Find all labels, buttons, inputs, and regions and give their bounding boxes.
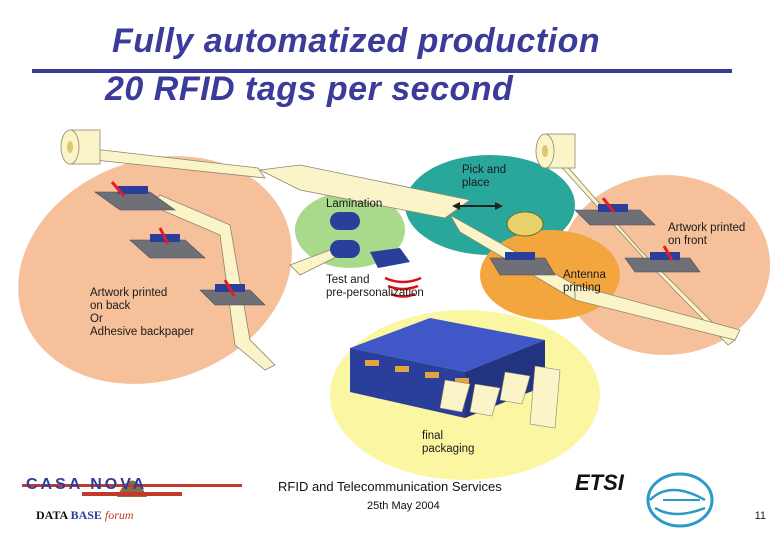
label-artwork-back-line-3: Or (90, 313, 103, 325)
label-artwork-back: Artwork printed on back Or Adhesive back… (90, 287, 194, 339)
databank-word-2: BASE (70, 508, 102, 522)
label-antenna-line-2: printing (563, 282, 601, 294)
label-artwork-back-line-4: Adhesive backpaper (90, 326, 195, 338)
lamination-rollers (330, 212, 360, 258)
label-artwork-front-line-1: Artwork printed (668, 222, 746, 234)
title-line-2: 20 RFID tags per second (105, 70, 514, 108)
label-final-packaging: final packaging (422, 430, 474, 456)
label-pick-and-place-line-2: place (462, 177, 490, 189)
label-artwork-back-line-1: Artwork printed (90, 287, 168, 299)
casanova-wordmark: CASA NOVA (26, 476, 148, 493)
etsi-logo: ETSI (575, 470, 715, 530)
databank-word-3: forum (104, 508, 134, 522)
label-antenna-line-1: Antenna (563, 269, 606, 281)
title-line-1: Fully automatized production (112, 22, 601, 60)
label-artwork-back-line-2: on back (90, 300, 131, 312)
etsi-wordmark: ETSI (575, 470, 624, 495)
etsi-globe-icon (646, 472, 714, 528)
pick-place-mechanism (452, 202, 544, 237)
label-test-line-1: Test and (326, 274, 370, 286)
test-unit (370, 248, 422, 298)
output-stacks (439, 365, 561, 429)
roll-left (60, 129, 101, 165)
title-rule (32, 69, 732, 73)
print-plates (94, 191, 701, 306)
label-artwork-front: Artwork printed on front (668, 222, 745, 248)
roll-right (535, 133, 576, 169)
conference-date: 25th May 2004 (367, 500, 440, 512)
label-lamination: Lamination (326, 198, 383, 210)
databank-logo: DATA BASE forum (36, 508, 134, 523)
label-artwork-front-line-2: on front (668, 235, 707, 247)
process-arrows (110, 181, 674, 297)
databank-word-1: DATA (36, 508, 68, 522)
label-pick-and-place-line-1: Pick and (462, 164, 507, 176)
label-pick-and-place: Pick and place (462, 164, 506, 190)
page-number: 11 (754, 510, 766, 522)
label-final-packaging-line-1: final (422, 430, 444, 442)
label-test-line-2: pre-personalization (326, 287, 424, 299)
label-final-packaging-line-2: packaging (422, 443, 475, 455)
casanova-logo: CASA NOVA (22, 462, 242, 502)
casanova-dome-icon (22, 480, 242, 497)
label-test: Test and pre-personalization (326, 274, 424, 300)
conference-name: RFID and Telecommunication Services (278, 479, 502, 494)
salmon-left-blob (18, 156, 292, 384)
label-antenna: Antenna printing (563, 269, 606, 295)
